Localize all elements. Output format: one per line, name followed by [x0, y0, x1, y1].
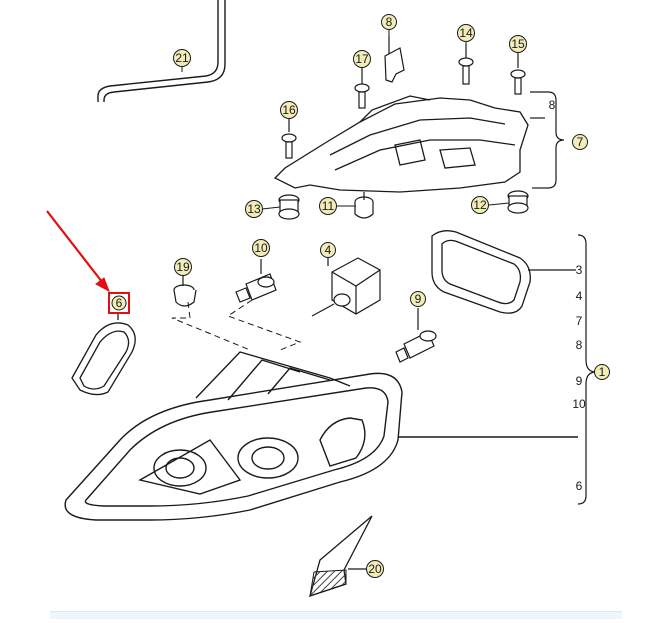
callout-c11: 11	[319, 197, 337, 215]
callout-label: 13	[247, 202, 261, 216]
callout-label: 9	[415, 292, 422, 306]
clip-part	[384, 36, 405, 83]
callout-label: 12	[473, 198, 487, 212]
callout-circle	[174, 258, 192, 276]
callout-circle	[471, 196, 489, 214]
callout-c19: 19	[174, 258, 192, 276]
bracket-top-labels: 8 7	[549, 98, 588, 150]
bracket-item-label: 10	[572, 397, 586, 411]
callout-c4-motor: 4	[320, 242, 336, 258]
label-6-highlight: 6	[116, 296, 123, 310]
callout-circle	[353, 50, 371, 68]
screw-17	[354, 68, 370, 109]
callout-circle	[509, 35, 527, 53]
bulb-9	[395, 308, 437, 363]
label-7-top-bracket: 7	[577, 135, 584, 149]
callout-label: 15	[511, 37, 525, 51]
callout-c16: 16	[280, 101, 298, 119]
callout-circle	[252, 239, 270, 257]
headlight-housing	[64, 351, 578, 521]
dashed-guides	[171, 299, 302, 351]
callout-circle	[381, 14, 397, 30]
callout-label: 16	[282, 103, 296, 117]
group-callout-circle	[594, 364, 610, 380]
bracket-item-label: 7	[576, 314, 583, 328]
callout-label: 21	[175, 51, 189, 65]
callout-label: 10	[254, 241, 268, 255]
callout-c10-bulb: 10	[252, 239, 270, 257]
callout-circle	[319, 197, 337, 215]
bracket-top	[530, 91, 565, 189]
callout-label: 17	[355, 52, 369, 66]
callout-c14: 14	[457, 24, 475, 42]
bottom-bar	[50, 611, 622, 619]
screw-15	[510, 52, 526, 95]
bracket-right-labels: 3 4 7 8 9 10 6 1	[572, 263, 610, 493]
callout-c15: 15	[509, 35, 527, 53]
grommets	[278, 190, 529, 220]
callout-c9-bulb: 9	[410, 291, 426, 307]
bracket-item-label: 9	[576, 374, 583, 388]
callout-circle	[410, 291, 426, 307]
callout-c13: 13	[245, 200, 263, 218]
callout-circle	[280, 101, 298, 119]
screw-16	[281, 118, 297, 159]
bracket-item-label: 8	[576, 338, 583, 352]
callout-label: 8	[386, 15, 393, 29]
bracket-item-label: 3	[576, 263, 583, 277]
grommet-12	[507, 190, 529, 214]
callout-c12: 12	[471, 196, 489, 214]
grommet-13	[278, 194, 300, 220]
callouts: 8 14 15 17 21 16 13 11 12 19 10 4 9 20	[173, 14, 527, 578]
callout-c8-top: 8	[381, 14, 397, 30]
group-label-1: 1	[599, 365, 606, 379]
callout-label: 19	[176, 260, 190, 274]
callout-circle	[245, 200, 263, 218]
callout-circle	[320, 242, 336, 258]
frame-part-3	[431, 230, 576, 314]
callout-label: 11	[322, 199, 335, 213]
highlight-box-6: 6	[108, 292, 130, 314]
callout-c17: 17	[353, 50, 371, 68]
label-8-top-bracket: 8	[549, 98, 556, 112]
screw-14	[458, 44, 474, 85]
callout-circle	[457, 24, 475, 42]
highlight-arrow	[46, 210, 110, 293]
bracket-item-label: 6	[576, 479, 583, 493]
bracket-item-label: 4	[576, 289, 583, 303]
callout-label: 14	[459, 26, 473, 40]
bulb-holder-19	[173, 275, 197, 307]
screws	[281, 44, 526, 159]
wedge-part-20	[309, 515, 373, 598]
callout-label: 20	[368, 562, 382, 576]
callout-circle	[173, 49, 191, 67]
callout-c21: 21	[173, 49, 191, 67]
callout-label: 4	[325, 243, 332, 257]
ring-part	[71, 312, 136, 396]
callout-circle	[366, 560, 384, 578]
adjuster-motor-4	[311, 257, 381, 317]
bulb-10	[235, 259, 277, 303]
rod-part	[97, 0, 226, 102]
mounting-bracket	[273, 95, 529, 193]
callout-c20: 20	[366, 560, 384, 578]
grommet-11	[354, 192, 374, 219]
